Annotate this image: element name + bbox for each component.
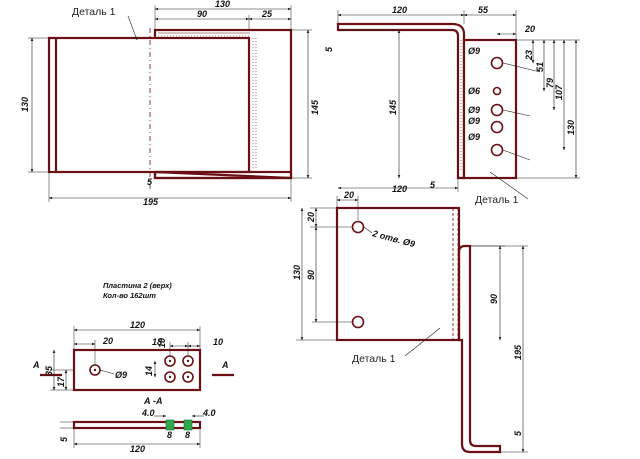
view2-hole-label-4: Ø9: [468, 116, 480, 126]
view1-dim-right-height: 145: [310, 99, 320, 115]
view2-part-label: Деталь 1: [475, 194, 519, 206]
view3-dim-130: 130: [292, 265, 302, 280]
plate-dim-w4b: 4.0: [202, 408, 216, 418]
plate-dim-14: 14: [144, 366, 154, 376]
plate-dim-w8a: 8: [167, 430, 172, 440]
view1-dim-bottom-total: 195: [143, 197, 159, 207]
view3-front: 2 отв. Ø9 20 20 130 90 90 195 5 Деталь 1: [292, 190, 528, 454]
view1-dim-bottom-small: 5: [147, 177, 153, 187]
view2-dim-130: 130: [566, 120, 576, 135]
view1-dim-top-mid: 90: [197, 9, 207, 19]
view2-dim-bottom-small: 5: [430, 180, 436, 190]
view2-dim-small-top: 20: [524, 24, 535, 34]
view2-hole-4: [490, 120, 504, 134]
plate-dim-sec-width: 120: [130, 444, 145, 454]
view2-dim-107: 107: [554, 84, 564, 100]
view2-hole-label-2: Ø6: [468, 86, 481, 96]
view3-bent-strip: [457, 244, 502, 454]
weld-2: [183, 419, 193, 431]
plate-hole-label: Ø9: [115, 370, 127, 380]
view2-plate: [462, 38, 518, 180]
view3-part-label: Деталь 1: [352, 353, 396, 365]
view2-hole-3: [490, 103, 504, 117]
view2-dim-79: 79: [545, 78, 555, 88]
plate-dim-17: 17: [56, 376, 66, 387]
view3-dim-5b: 5: [513, 430, 523, 436]
plate-dim-35: 35: [44, 365, 54, 376]
view2-hole-label-5: Ø9: [468, 132, 480, 142]
view2-dim-bottom-left: 120: [392, 184, 407, 194]
view2-hole-label-3: Ø9: [468, 105, 480, 115]
view3-dim-195: 195: [513, 344, 523, 360]
plate-title: Пластина 2 (верх): [103, 281, 172, 290]
plate-section-mark-left: А: [32, 360, 40, 370]
view1-dim-top-right: 25: [261, 9, 273, 19]
plate-dim-w8b: 8: [185, 430, 190, 440]
view1-hatch-right: [252, 38, 257, 170]
view3-hole-2: [351, 315, 365, 329]
weld-1: [165, 419, 175, 431]
view3-dim-90b: 90: [489, 294, 499, 304]
view2-dim-51: 51: [535, 62, 545, 72]
view1-assembly: 130 90 25 130 145 195 5 Деталь 1: [20, 0, 320, 207]
view2-hole-5: [490, 143, 504, 157]
view2-dim-left-small: 5: [324, 46, 334, 52]
view2-hole-2: [492, 86, 502, 96]
view2-dim-height: 145: [388, 99, 398, 115]
plate-dim-20: 20: [102, 336, 113, 346]
view2-dim-top-left: 120: [392, 5, 407, 15]
plate-qty: Кол-во 162шт: [103, 291, 156, 300]
view1-part-label: Деталь 1: [72, 6, 116, 18]
view1-front-plate: [47, 36, 251, 174]
view3-dim-20b: 20: [306, 212, 316, 223]
view2-hole-label-1: Ø9: [468, 46, 480, 56]
plate-section-label: А -А: [143, 396, 163, 406]
view2-dim-top-right: 55: [478, 5, 489, 15]
plate-section-mark-right: А: [221, 360, 229, 370]
view2-dim-23: 23: [524, 50, 534, 61]
view1-dim-left-height: 130: [20, 97, 30, 112]
plate2: Пластина 2 (верх) Кол-во 162шт Ø9 А А 12…: [32, 281, 234, 454]
view1-dim-top-total: 130: [215, 0, 230, 9]
view3-dim-90: 90: [306, 270, 316, 280]
view2-holes: [490, 56, 504, 157]
plate-dim-w4a: 4.0: [141, 408, 155, 418]
plate-dim-thick: 5: [59, 436, 69, 442]
view2-bent-plate: [336, 22, 466, 180]
view1-hatch-top: [158, 32, 250, 37]
view2-hole-1: [490, 56, 504, 70]
view3-dim-20a: 20: [343, 190, 354, 200]
plate-dim-10b: 10: [213, 337, 223, 347]
plate-section-body: [72, 420, 202, 430]
plate-dim-18: 18: [152, 337, 162, 347]
view3-hole-1: [351, 220, 365, 234]
plate-dim-width: 120: [130, 320, 145, 330]
plate-dim-10a: 10: [157, 338, 167, 348]
view2-side: Ø9 Ø6 Ø9 Ø9 Ø9 120 55 20 5 145 120 5 23 …: [324, 5, 580, 206]
